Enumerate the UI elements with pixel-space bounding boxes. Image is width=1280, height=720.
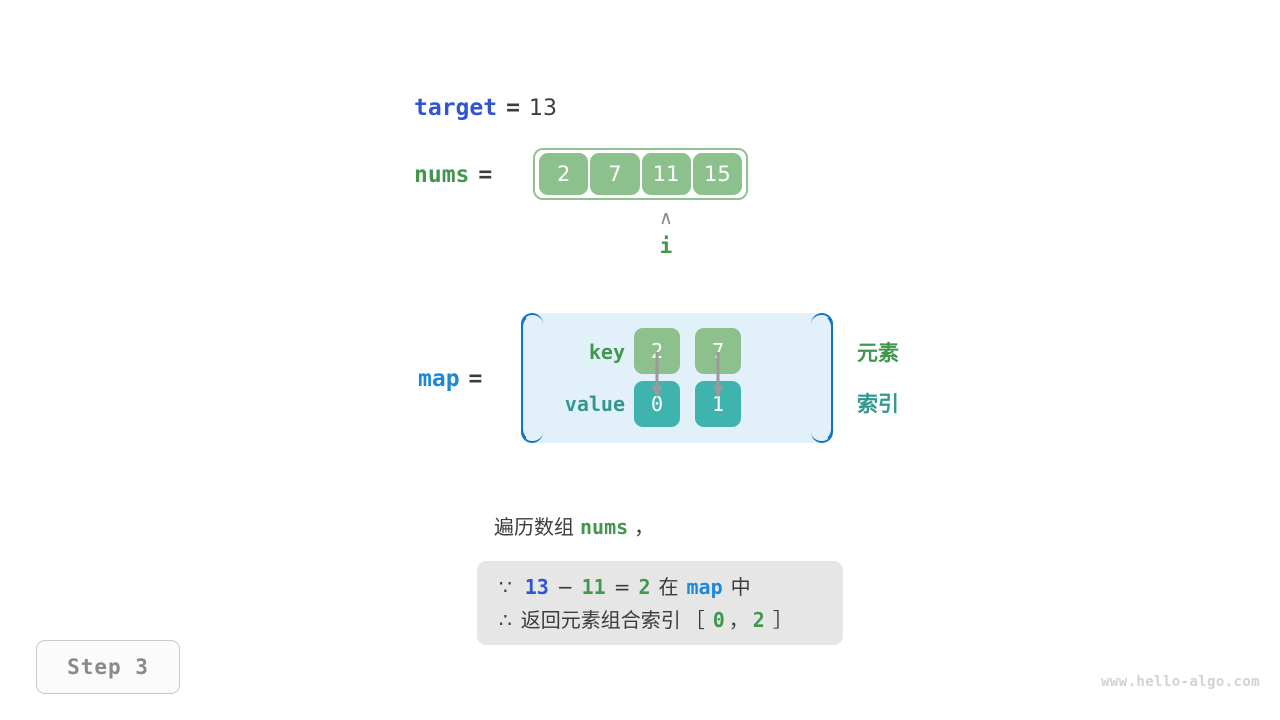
target-equals-sign: =: [506, 95, 520, 121]
map-variable-name: map: [418, 366, 460, 392]
caption-code-nums: nums: [580, 515, 629, 539]
result-comma: ，: [728, 608, 749, 632]
therefore-symbol: ∴: [499, 608, 512, 632]
map-key-cell-0: 2: [634, 328, 680, 374]
target-row: target = 13: [414, 93, 557, 124]
bracket-close: ］: [772, 608, 793, 632]
conclusion-line-2: ∴ 返回元素组合索引［ 0，2 ］: [499, 604, 821, 637]
nums-label: nums =: [414, 160, 492, 190]
map-side-label-index: 索引: [857, 392, 899, 416]
result-index-1: 2: [752, 608, 765, 632]
conclusion-operand-b: 11: [581, 575, 606, 599]
caption-prefix: 遍历数组: [494, 515, 574, 539]
map-key-row-label: key: [588, 340, 625, 364]
map-side-label-element: 元素: [857, 341, 899, 365]
step-badge: Step 3: [36, 640, 180, 694]
conclusion-result: 2: [638, 575, 651, 599]
map-mapping-arrow-1: [712, 352, 724, 398]
conclusion-map-token: map: [686, 575, 723, 599]
nums-variable-name: nums: [414, 162, 470, 188]
conclusion-return-text: 返回元素组合索引: [520, 608, 681, 632]
pointer-caret-icon: ∧: [659, 207, 673, 229]
conclusion-in-word: 在: [658, 575, 679, 599]
target-value: 13: [528, 96, 557, 121]
caption-suffix: ，: [634, 515, 655, 539]
nums-cell-3: 15: [692, 153, 742, 195]
map-mapping-arrow-0: [651, 352, 663, 398]
conclusion-equals-sign: =: [613, 575, 631, 599]
pointer-label-i: i: [659, 234, 673, 258]
target-variable-name: target: [414, 95, 498, 121]
map-value-row-label: value: [564, 392, 625, 416]
bracket-open: ［: [684, 608, 705, 632]
map-label: map =: [418, 364, 482, 394]
watermark: www.hello-algo.com: [1101, 674, 1260, 690]
nums-array: 2 7 11 15: [533, 148, 748, 200]
result-index-0: 0: [712, 608, 725, 632]
map-equals-sign: =: [468, 366, 483, 392]
conclusion-operand-a: 13: [524, 575, 549, 599]
because-symbol: ∵: [499, 575, 512, 599]
conclusion-minus-sign: −: [556, 575, 574, 599]
nums-cell-2: 11: [641, 153, 691, 195]
nums-cell-0: 2: [539, 153, 589, 195]
conclusion-within-word: 中: [730, 575, 751, 599]
nums-cell-1: 7: [590, 153, 640, 195]
nums-equals-sign: =: [478, 162, 493, 188]
